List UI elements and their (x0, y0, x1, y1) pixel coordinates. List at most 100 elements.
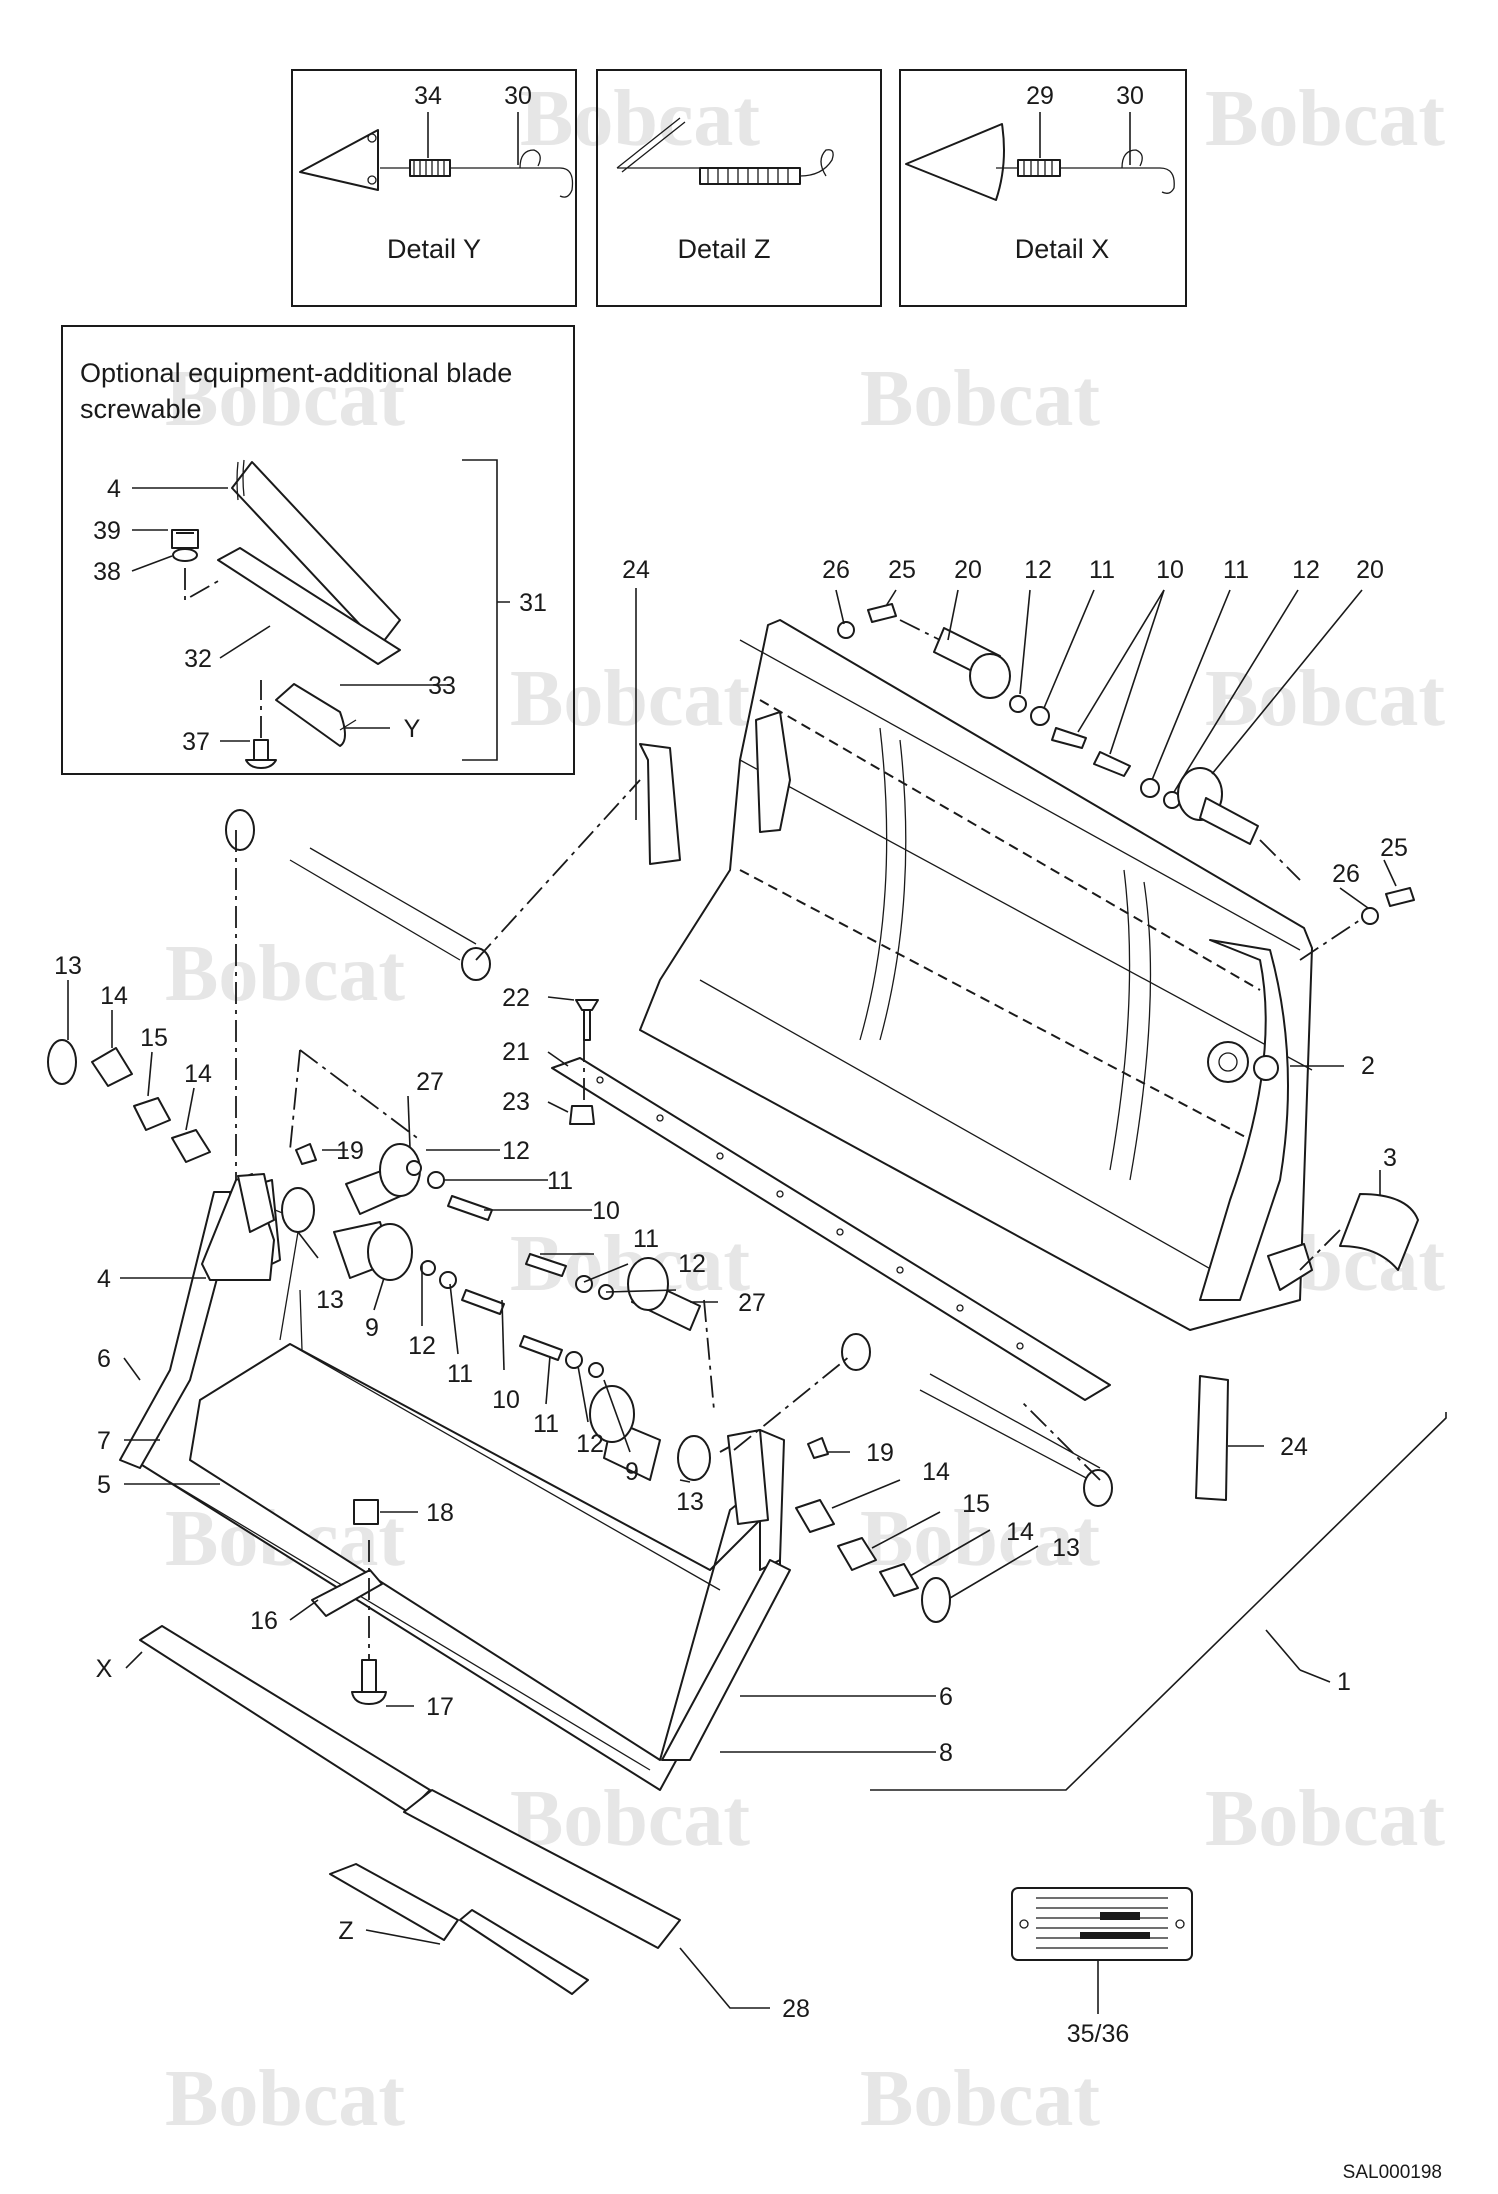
watermark: Bobcat (165, 930, 405, 1018)
nameplate-part: 35/36 (1011, 1887, 1193, 2048)
callout-label: X (96, 1655, 113, 1683)
bolt-icon (1093, 751, 1131, 777)
callout-label: 11 (447, 1360, 473, 1388)
callout-label: 30 (504, 82, 532, 110)
callout-label: 9 (365, 1314, 379, 1342)
watermark: Bobcat (1205, 75, 1445, 163)
callout-label: 14 (184, 1060, 212, 1088)
callout-label: 34 (414, 82, 442, 110)
bolt-icon (1051, 727, 1087, 749)
nameplate-marking (1100, 1912, 1140, 1920)
callout-label: 25 (1380, 834, 1408, 862)
callout-label: 13 (316, 1286, 344, 1314)
callout-label: 24 (622, 556, 650, 584)
callout-label: 14 (1006, 1518, 1034, 1546)
flange-icon (969, 653, 1011, 699)
callout-label: 27 (416, 1068, 444, 1096)
optional-box-title: screwable (80, 394, 202, 424)
callout-label: 15 (962, 1490, 990, 1518)
callout-label: 11 (1089, 556, 1115, 584)
callout-label: 3 (1383, 1144, 1397, 1172)
callout-label: 5 (97, 1471, 111, 1499)
callout-label: 30 (1116, 82, 1144, 110)
callout-label: 18 (426, 1499, 454, 1527)
callout-label: 38 (93, 558, 121, 586)
spring-icon (1017, 159, 1061, 177)
watermark: Bobcat (520, 75, 760, 163)
optional-equipment-box: Optional equipment-additional blade scre… (61, 325, 575, 775)
watermark: Bobcat (860, 2055, 1100, 2143)
callout-label: 13 (54, 952, 82, 980)
callout-labels: 24 26 25 20 12 11 10 11 12 20 26 25 2 3 … (54, 556, 1408, 2023)
callout-label: 1 (1337, 1668, 1351, 1696)
bolt-icon (245, 739, 277, 769)
callout-label: 12 (1292, 556, 1320, 584)
callout-label: 19 (336, 1137, 364, 1165)
callout-label: Z (338, 1917, 353, 1945)
detail-caption: Detail X (1015, 234, 1110, 264)
watermark: Bobcat (510, 655, 750, 743)
washer-icon (837, 621, 855, 639)
callout-label: 10 (492, 1386, 520, 1414)
detail-caption: Detail Y (387, 234, 481, 264)
callout-label: 12 (502, 1137, 530, 1165)
callout-label: 8 (939, 1739, 953, 1767)
callout-label: 26 (1332, 860, 1360, 888)
callout-label: 25 (888, 556, 916, 584)
callout-label: 24 (1280, 1433, 1308, 1461)
watermark: Bobcat (165, 2055, 405, 2143)
callout-label: 10 (1156, 556, 1184, 584)
callout-label: 27 (738, 1289, 766, 1317)
pin-icon (1199, 797, 1259, 845)
wear-strip-part (139, 1625, 681, 1995)
callout-label: 26 (822, 556, 850, 584)
cutting-edge-part (217, 547, 401, 665)
callout-label: 22 (502, 984, 530, 1012)
nut-icon (171, 529, 199, 549)
callout-label: 23 (502, 1088, 530, 1116)
watermark: Bobcat (510, 1775, 750, 1863)
detail-z-box: Detail Z (596, 69, 882, 307)
callout-label: 9 (625, 1458, 639, 1486)
callout-label: 12 (678, 1250, 706, 1278)
callout-label: 29 (1026, 82, 1054, 110)
callout-label: 19 (866, 1439, 894, 1467)
callout-label: 13 (1052, 1534, 1080, 1562)
leader-lines (67, 588, 1447, 2014)
callout-label: 12 (1024, 556, 1052, 584)
callout-label: 4 (107, 475, 121, 503)
callout-label: Y (404, 715, 421, 743)
callout-label: 15 (140, 1024, 168, 1052)
wear-strip-part (275, 683, 346, 747)
drawing-id: SAL000198 (1343, 2162, 1442, 2183)
spring-icon (699, 167, 801, 185)
detail-x-box: 29 30 Detail X (899, 69, 1187, 307)
callout-label: 4 (97, 1265, 111, 1293)
callout-label: 37 (182, 728, 210, 756)
callout-label: 11 (547, 1167, 573, 1195)
callout-label: 10 (592, 1197, 620, 1225)
bolt-icon (867, 603, 897, 623)
rear-frame-part (639, 619, 1313, 1331)
detail-caption: Detail Z (677, 234, 770, 264)
detail-y-box: 34 30 Detail Y (291, 69, 577, 307)
callout-label: 20 (1356, 556, 1384, 584)
callout-label: 6 (939, 1683, 953, 1711)
callout-label: 6 (97, 1345, 111, 1373)
callout-label: 11 (1223, 556, 1249, 584)
optional-box-title: Optional equipment-additional blade (80, 358, 512, 388)
callout-label: 13 (676, 1488, 704, 1516)
callout-label: 31 (519, 589, 547, 617)
callout-label: 39 (93, 517, 121, 545)
callout-label: 7 (97, 1427, 111, 1455)
callout-label: 32 (184, 645, 212, 673)
callout-label: 11 (633, 1225, 659, 1253)
callout-label: 21 (502, 1038, 530, 1066)
washer-icon (1361, 907, 1379, 925)
watermark: Bobcat (860, 355, 1100, 443)
callout-label: 17 (426, 1693, 454, 1721)
blade-part (231, 461, 401, 647)
watermark: Bobcat (1205, 655, 1445, 743)
wedge-part (299, 129, 379, 191)
